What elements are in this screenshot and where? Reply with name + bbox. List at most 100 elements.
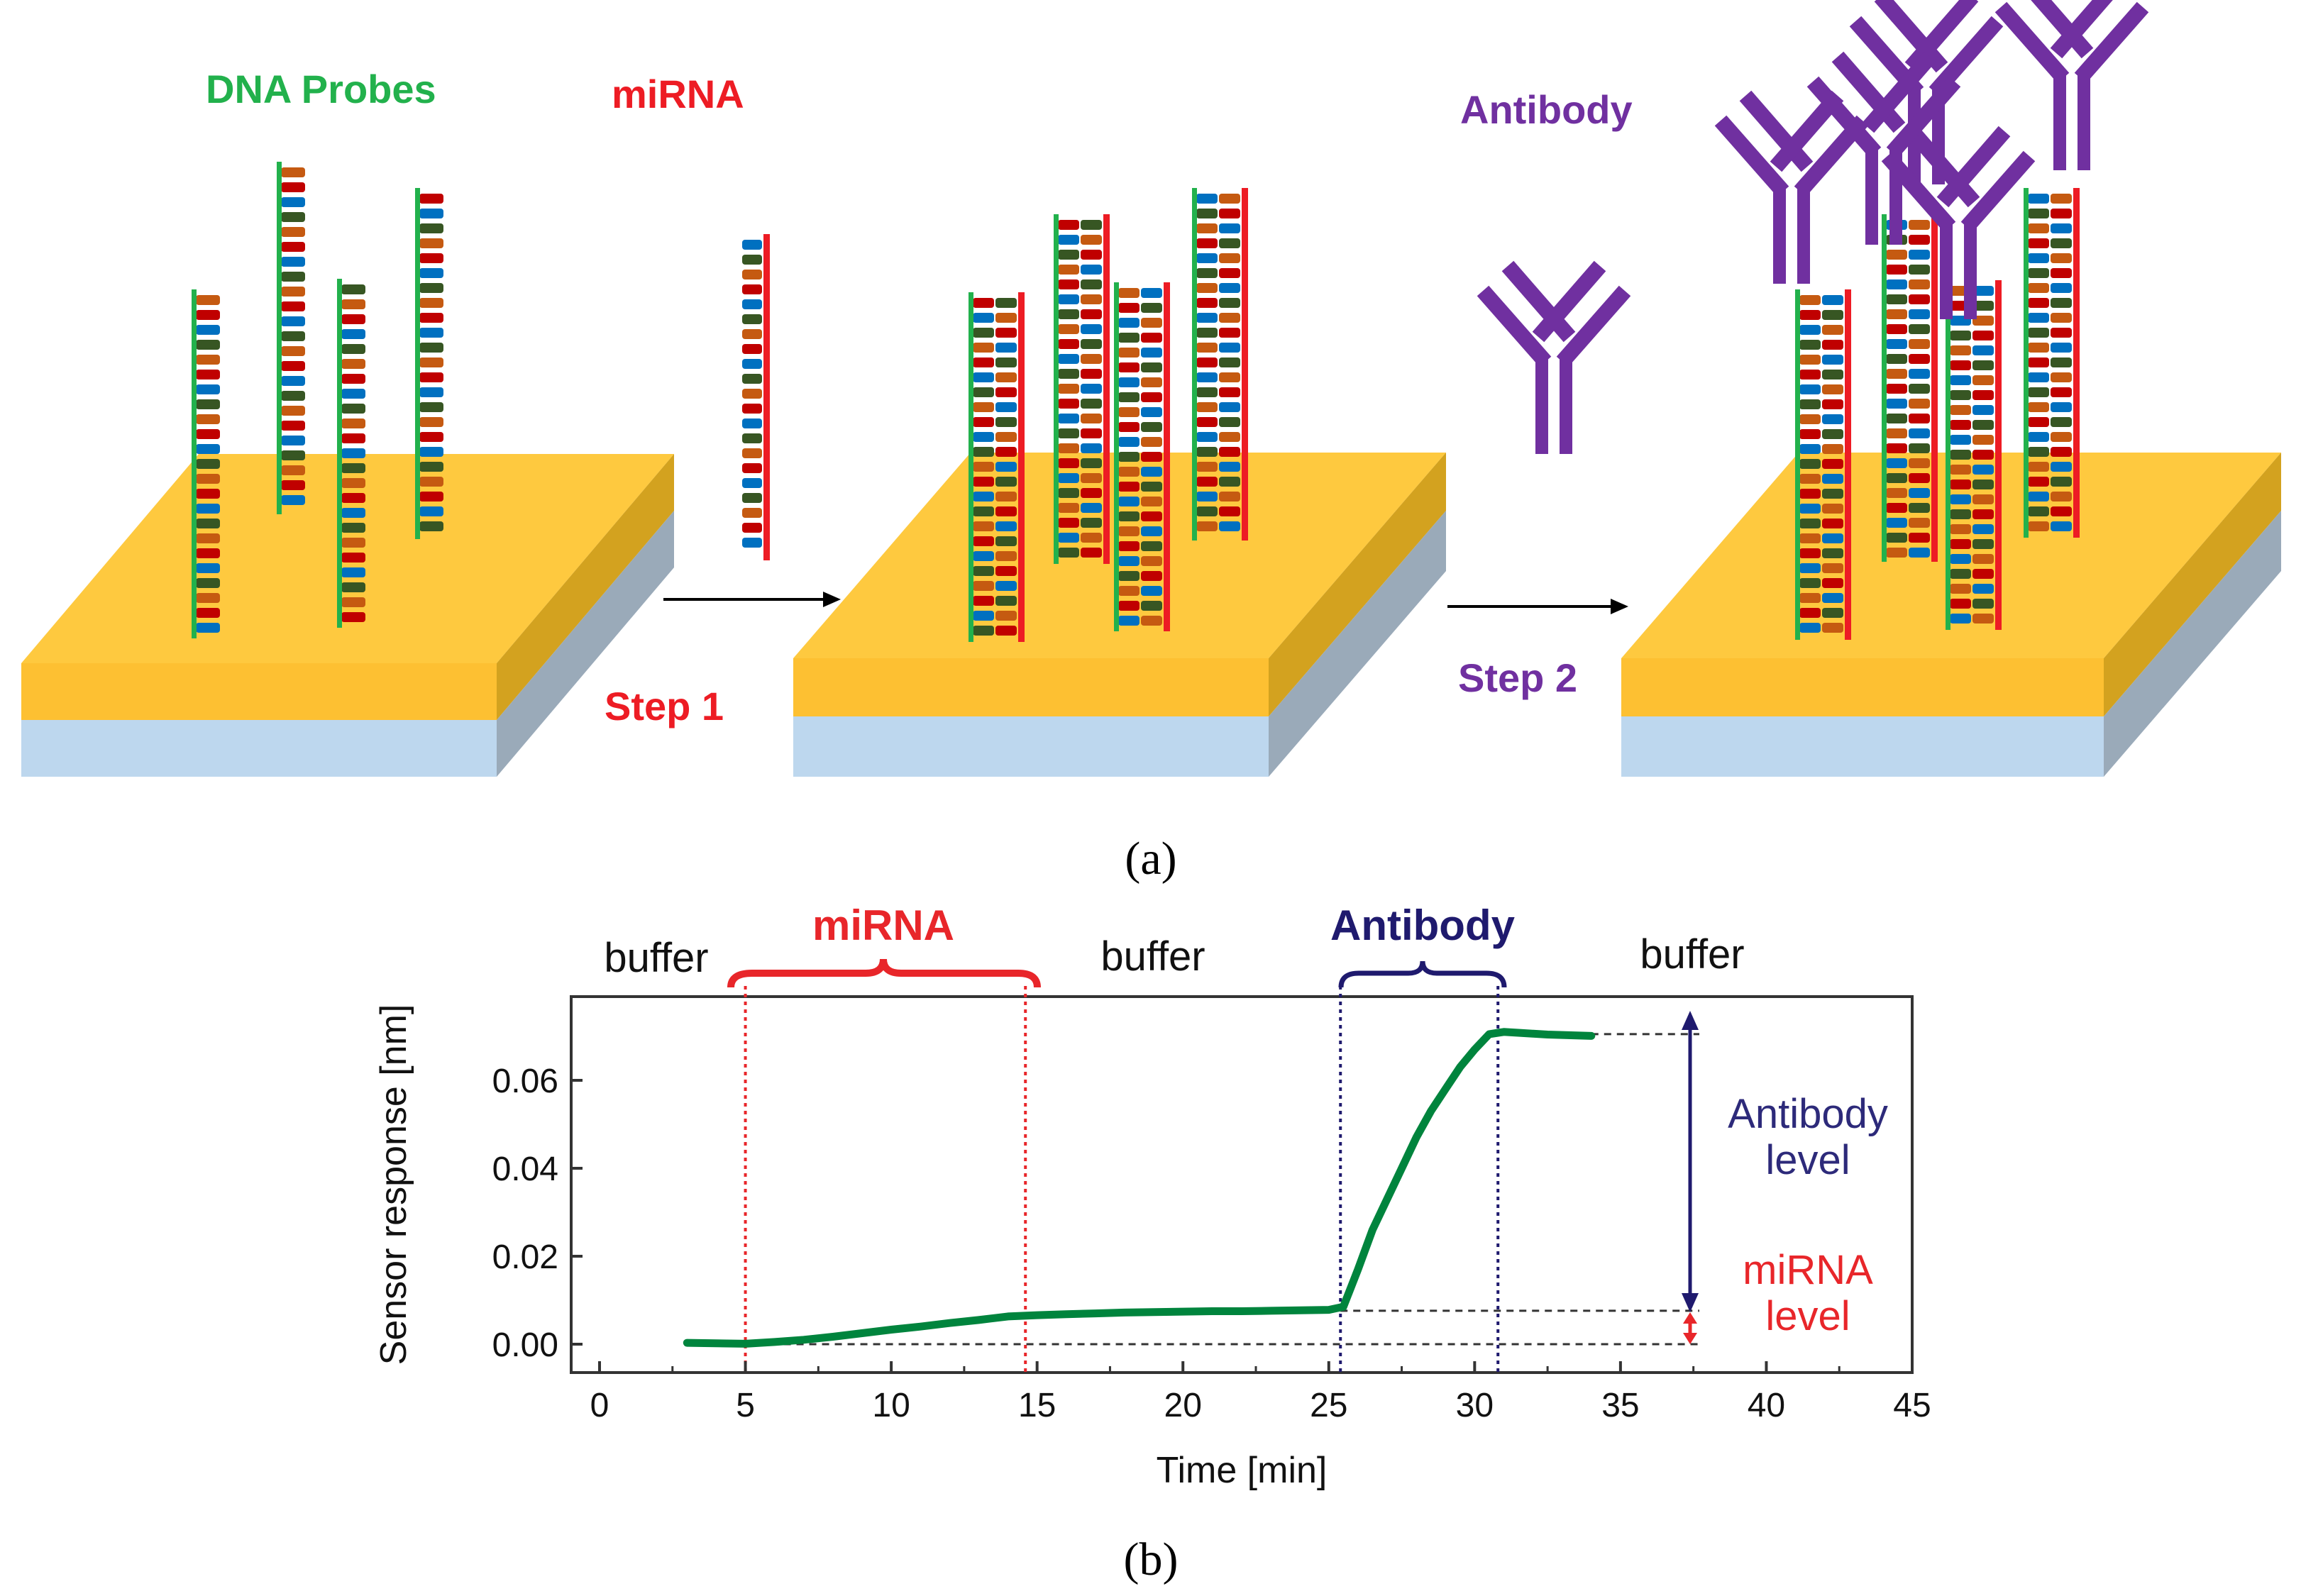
base-pair: [1886, 443, 1907, 453]
dna-duplex: [1054, 214, 1110, 564]
base-pair: [341, 478, 365, 488]
mirna-brace-icon: [727, 958, 1041, 988]
base-pair: [742, 389, 762, 399]
base-pair: [1058, 428, 1079, 438]
base-pair: [419, 313, 443, 323]
base-pair: [1822, 578, 1843, 588]
base-pair: [1219, 447, 1240, 457]
step2-label: Step 2: [1458, 655, 1577, 700]
base-pair: [995, 402, 1017, 412]
base-pair: [196, 459, 220, 469]
base-pair: [1909, 220, 1930, 230]
base-pair: [1950, 345, 1971, 355]
base-pair: [1196, 238, 1218, 248]
base-pair: [1909, 309, 1930, 319]
base-pair: [1118, 541, 1140, 551]
base-pair: [1081, 428, 1102, 438]
base-pair: [973, 626, 994, 636]
base-pair: [341, 299, 365, 309]
backbone: [1946, 280, 1950, 630]
antibody-label: Antibody: [1460, 87, 1633, 132]
base-pair: [1058, 369, 1079, 379]
mirna-strand: [742, 234, 770, 560]
base-pair: [1909, 369, 1930, 379]
base-pair: [341, 597, 365, 607]
base-pair: [1799, 399, 1821, 409]
base-pair: [1799, 578, 1821, 588]
dna-duplex: [1192, 188, 1248, 541]
base-pair: [1081, 265, 1102, 275]
base-pair: [419, 462, 443, 472]
base-pair: [2028, 506, 2049, 516]
base-pair: [995, 417, 1017, 427]
base-pair: [1909, 324, 1930, 334]
base-pair: [1909, 533, 1930, 543]
dna-duplex: [1795, 289, 1851, 640]
base-pair: [1081, 518, 1102, 528]
base-pair: [1972, 494, 1994, 504]
base-pair: [196, 608, 220, 618]
mirna-level-arrow-icon: [1683, 1312, 1697, 1344]
base-pair: [281, 301, 305, 311]
base-pair: [196, 578, 220, 588]
dna-probe: [192, 289, 220, 638]
base-pair: [1118, 377, 1140, 387]
base-pair: [1886, 473, 1907, 483]
base-pair: [1058, 235, 1079, 245]
base-pair: [1972, 524, 1994, 534]
base-pair: [1219, 372, 1240, 382]
base-pair: [973, 313, 994, 323]
base-pair: [2051, 372, 2072, 382]
base-pair: [995, 313, 1017, 323]
base-pair: [742, 448, 762, 458]
base-pair: [1972, 584, 1994, 594]
base-pair: [1950, 331, 1971, 340]
base-pair: [1972, 420, 1994, 430]
base-pair: [1950, 524, 1971, 534]
base-pair: [995, 566, 1017, 576]
base-pair: [973, 477, 994, 487]
base-pair: [419, 328, 443, 338]
base-pair: [1886, 518, 1907, 528]
x-tick-label: 25: [1310, 1387, 1347, 1424]
base-pair: [1196, 417, 1218, 427]
base-pair: [995, 387, 1017, 397]
base-pair: [1799, 593, 1821, 603]
base-pair: [1081, 339, 1102, 349]
base-pair: [995, 372, 1017, 382]
base-pair: [1950, 465, 1971, 475]
x-tick-label: 0: [590, 1387, 609, 1424]
base-pair: [341, 553, 365, 563]
base-pair: [1799, 504, 1821, 514]
base-pair: [1822, 519, 1843, 528]
base-pair: [1972, 539, 1994, 549]
base-pair: [1972, 450, 1994, 460]
base-pair: [1141, 348, 1162, 358]
base-pair: [1118, 586, 1140, 596]
base-pair: [281, 450, 305, 460]
base-pair: [1196, 432, 1218, 442]
base-pair: [1081, 533, 1102, 543]
base-pair: [1972, 480, 1994, 489]
base-pair: [1196, 387, 1218, 397]
base-pair: [2051, 209, 2072, 218]
base-pair: [973, 432, 994, 442]
base-pair: [973, 417, 994, 427]
base-pair: [1118, 556, 1140, 566]
base-pair: [742, 270, 762, 279]
base-pair: [995, 343, 1017, 353]
base-pair: [1909, 428, 1930, 438]
base-pair: [1081, 414, 1102, 423]
base-pair: [196, 340, 220, 350]
base-pair: [2028, 328, 2049, 338]
base-pair: [1909, 518, 1930, 528]
base-pair: [1118, 616, 1140, 626]
base-pair: [1196, 268, 1218, 278]
base-pair: [281, 331, 305, 341]
base-pair: [1219, 298, 1240, 308]
base-pair: [1196, 328, 1218, 338]
base-pair: [1141, 333, 1162, 343]
x-tick-label: 15: [1018, 1387, 1056, 1424]
base-pair: [1909, 399, 1930, 409]
base-pair: [281, 391, 305, 401]
